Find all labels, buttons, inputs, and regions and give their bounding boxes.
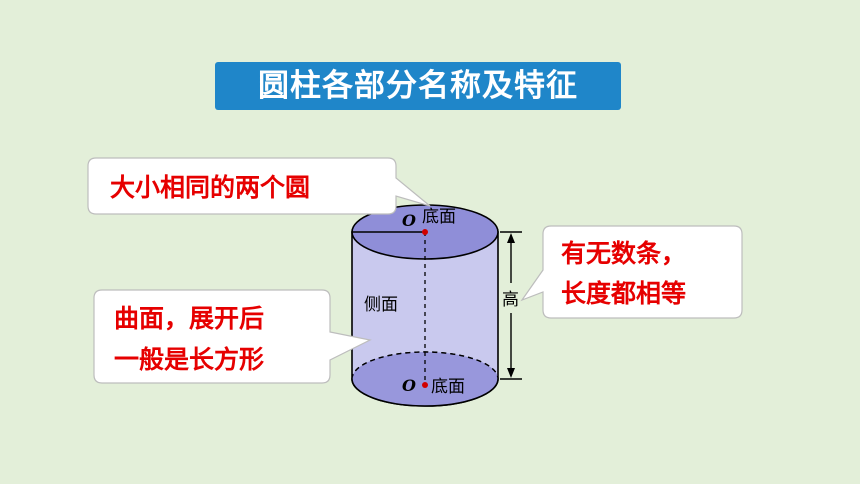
height-arrow-down	[507, 368, 515, 378]
top-center-label: O	[402, 211, 416, 230]
height-label: 高	[502, 290, 519, 310]
callout-side-line2: 一般是长方形	[114, 345, 264, 374]
callout-height-line2: 长度都相等	[561, 279, 686, 308]
callout-height	[520, 225, 743, 319]
side-label: 侧面	[364, 295, 398, 315]
height-arrow-up	[507, 233, 515, 243]
top-base-label: 底面	[422, 207, 456, 227]
callout-side-line1: 曲面，展开后	[114, 304, 264, 333]
top-center-dot	[422, 229, 428, 235]
callout-bases	[87, 157, 431, 215]
bottom-center-dot	[422, 382, 428, 388]
callout-bases-text: 大小相同的两个圆	[110, 173, 310, 202]
bottom-base-label: 底面	[431, 377, 465, 397]
bottom-base-front-edge	[351, 378, 499, 407]
page-title: 圆柱各部分名称及特征	[215, 62, 621, 110]
bottom-center-label: O	[402, 376, 416, 395]
callout-side	[93, 289, 372, 384]
callout-height-line1: 有无数条，	[561, 239, 686, 268]
